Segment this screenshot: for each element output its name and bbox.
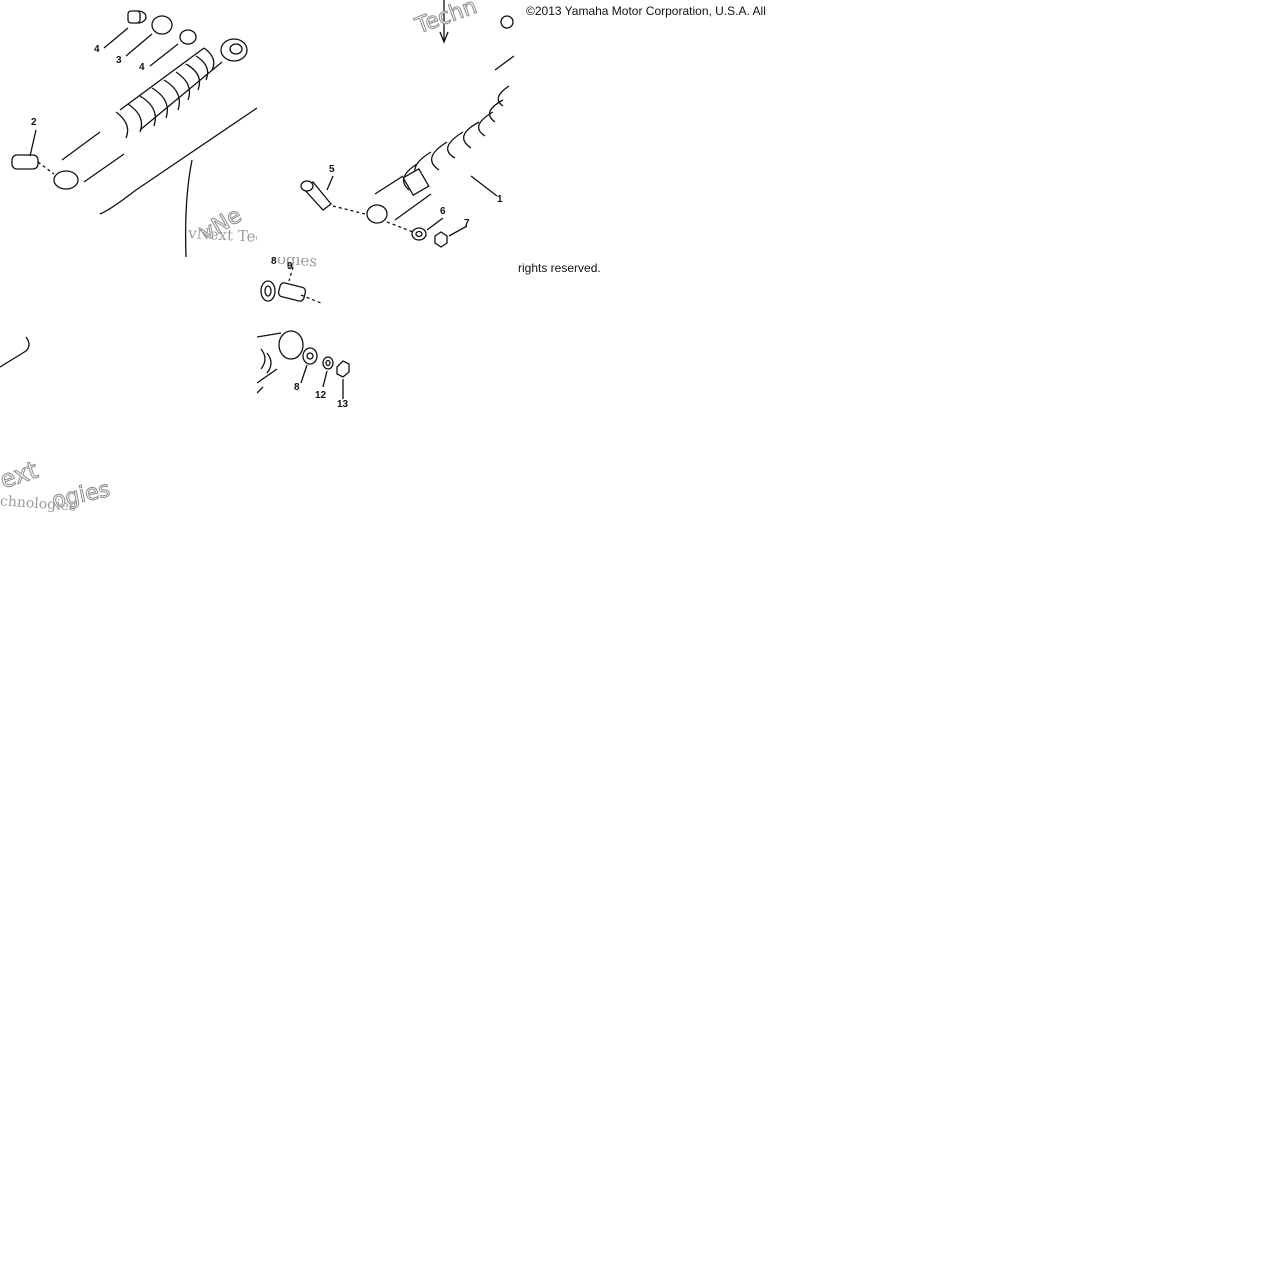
spring-shock-drawing [300,0,514,248]
callout-8: 8 [294,382,300,393]
diagram-tile-bottom-left: ext chnologies ogies [0,257,257,514]
callout-8: 8 [271,257,277,267]
copyright-line-2: rights reserved. [518,261,601,275]
diagram-tile-bottom-right: ogies 8 9 8 12 13 [257,257,514,514]
callout-12: 12 [315,390,327,401]
callout-3: 3 [116,55,122,66]
diagram-tile-top-left: 4 3 4 2 vNext Technologies vNe [0,0,257,257]
copyright-line-1: ©2013 Yamaha Motor Corporation, U.S.A. A… [526,4,766,18]
diagram-tile-top-right: Techn 5 6 7 1 [257,0,514,257]
callout-9: 9 [287,261,293,272]
callout-13: 13 [337,399,349,410]
callout-4: 4 [139,62,145,73]
callout-2: 2 [31,117,37,128]
callout-6: 6 [440,206,446,217]
shock-absorber-drawing [11,10,257,257]
callout-5: 5 [329,164,335,175]
frame-fragment-drawing [0,336,30,368]
watermark-text: ogies [276,257,318,271]
callout-1: 1 [497,194,503,205]
lower-mount-drawing [257,266,350,399]
callout-4: 4 [94,44,100,55]
callout-7: 7 [464,218,470,229]
